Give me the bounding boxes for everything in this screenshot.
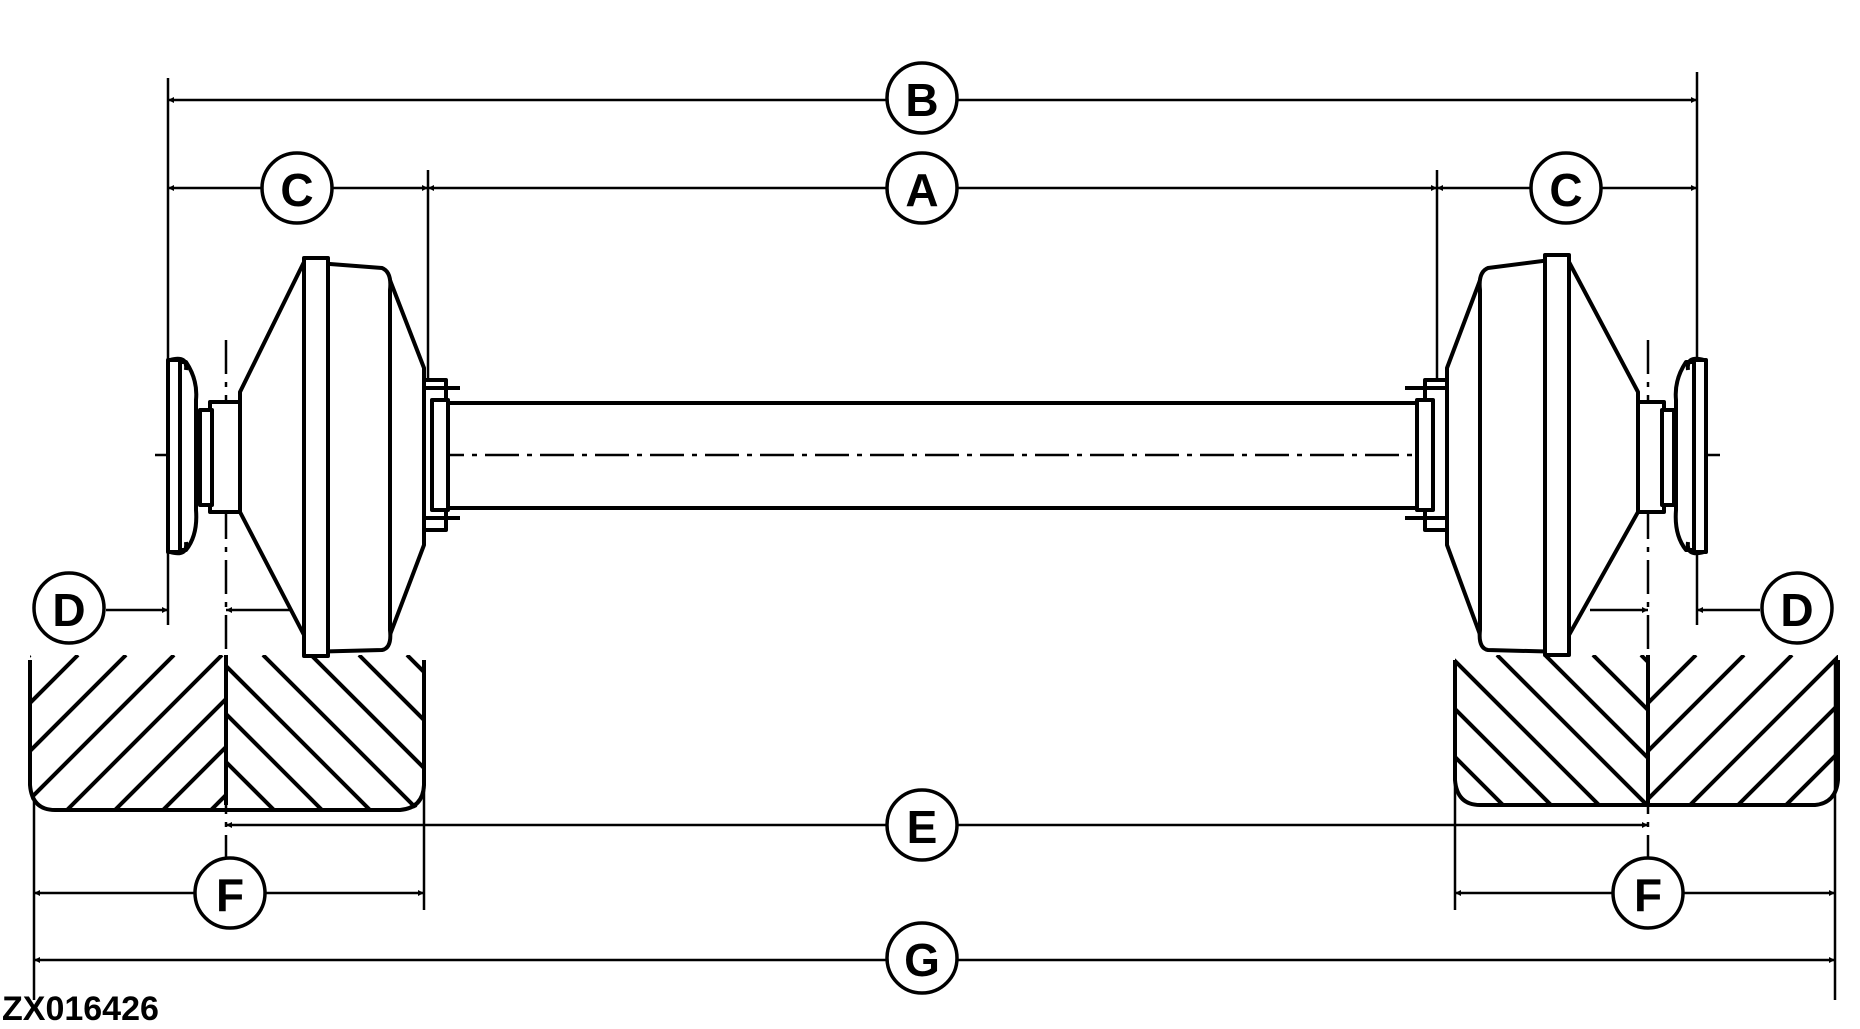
label-f-right: F <box>1611 856 1685 930</box>
hatch-line <box>309 655 424 810</box>
hatch-line <box>1785 655 1860 805</box>
hatch-line <box>261 655 420 810</box>
hatch-line <box>1455 655 1601 805</box>
label-e: E <box>885 788 959 862</box>
svg-text:G: G <box>904 934 940 986</box>
hatch-line <box>1591 655 1648 805</box>
hatch-line <box>1455 655 1505 805</box>
hatch-line <box>1784 655 1838 805</box>
hatch-line <box>405 655 424 810</box>
svg-text:E: E <box>907 801 938 853</box>
dimension-lines <box>34 97 1835 963</box>
svg-text:F: F <box>216 869 244 921</box>
svg-text:F: F <box>1634 869 1662 921</box>
label-c-left: C <box>260 151 334 225</box>
axle-beam <box>448 401 1425 510</box>
label-c-right: C <box>1529 151 1603 225</box>
svg-text:B: B <box>905 74 938 126</box>
hatch-line <box>1648 655 1698 805</box>
hatch-line <box>1648 655 1794 805</box>
hatch-line <box>1648 655 1746 805</box>
svg-text:A: A <box>905 164 938 216</box>
hatch-line <box>1543 655 1648 805</box>
hatch-line <box>1737 655 1860 805</box>
figure-id: ZX016426 <box>2 990 159 1028</box>
hatch-line <box>30 655 80 810</box>
hatch-line <box>113 655 226 810</box>
svg-text:D: D <box>1780 584 1813 636</box>
hatch-line <box>455 655 610 810</box>
left-wheel-block <box>28 655 706 812</box>
hatch-line <box>30 655 32 810</box>
hatch-line <box>1455 655 1553 805</box>
hatch-line <box>226 655 324 810</box>
svg-text:C: C <box>280 164 313 216</box>
label-g: G <box>885 921 959 995</box>
label-a: A <box>885 151 959 225</box>
hatch-line <box>1688 655 1838 805</box>
hatch-line <box>30 655 176 810</box>
svg-text:C: C <box>1549 164 1582 216</box>
left-hub <box>166 256 460 658</box>
hatch-line <box>357 655 424 810</box>
hatch-line <box>355 655 510 810</box>
hatch-line <box>226 655 372 810</box>
label-b: B <box>885 61 959 135</box>
hatch-line <box>161 655 226 810</box>
hatch-line <box>551 655 706 810</box>
hatch-line <box>65 655 224 810</box>
hatch-line <box>1455 655 1457 805</box>
label-d-right: D <box>1760 571 1834 645</box>
label-f-left: F <box>193 856 267 930</box>
label-d-left: D <box>32 571 106 645</box>
right-hub <box>1405 253 1708 657</box>
right-wheel-block <box>1453 655 1860 807</box>
hatch-line <box>1495 655 1648 805</box>
hatch-line <box>1736 655 1838 805</box>
hatch-line <box>30 655 128 810</box>
svg-text:D: D <box>52 584 85 636</box>
hatch-line <box>503 655 658 810</box>
hatch-line <box>226 655 276 810</box>
